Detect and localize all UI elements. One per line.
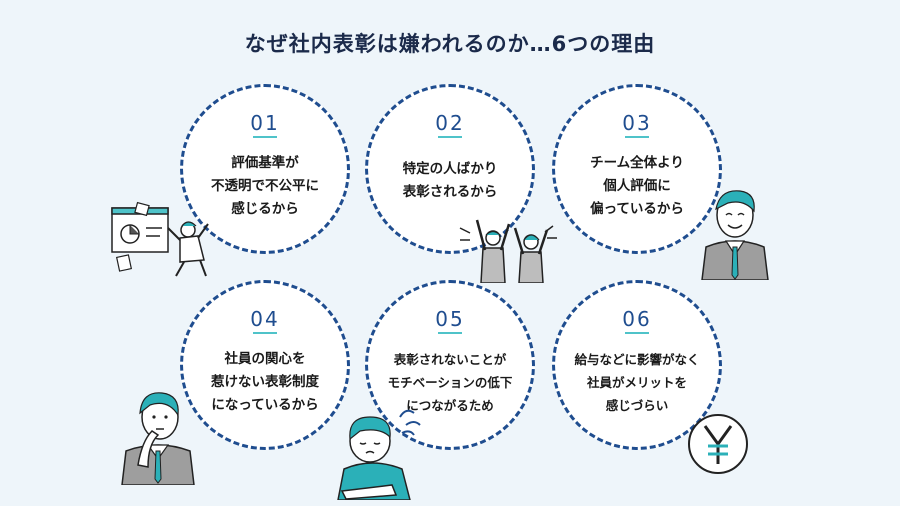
reason-line: 社員の関心を [224,351,306,367]
number-underline [253,332,277,334]
reason-line: 表彰されないことが [393,352,507,367]
reason-line: 社員がメリットを [586,375,687,390]
reason-line: 惹けない表彰制度 [211,374,319,390]
reason-card-03: 03 チーム全体より 個人評価に 偏っているから [552,84,722,254]
frustrated-person-with-charts-icon [111,201,209,277]
reason-card-04: 04 社員の関心を 惹けない表彰制度 になっているから [180,280,350,450]
reason-card-01: 01 評価基準が 不透明で不公平に 感じるから [180,84,350,254]
reason-line: 不透明で不公平に [211,178,319,194]
reason-line: 感じづらい [605,398,669,413]
number-underline [625,136,649,138]
reason-text: 評価基準が 不透明で不公平に 感じるから [211,152,319,221]
thinking-businessman-icon [121,392,195,485]
reason-line: につながるため [406,398,494,413]
reason-line: チーム全体より [590,155,684,171]
reason-card-06: 06 給与などに影響がなく 社員がメリットを 感じづらい [552,280,722,450]
reason-text: 表彰されないことが モチベーションの低下 につながるため [388,348,513,417]
reason-card-05: 05 表彰されないことが モチベーションの低下 につながるため [365,280,535,450]
yen-coin-icon [688,414,748,474]
reason-number: 03 [622,111,652,135]
reason-text: チーム全体より 個人評価に 偏っているから [590,152,684,221]
page-title: なぜ社内表彰は嫌われるのか…6つの理由 [244,32,656,56]
reason-text: 特定の人ばかり 表彰されるから [403,158,498,204]
reason-card-02: 02 特定の人ばかり 表彰されるから [365,84,535,254]
smiling-businessman-icon [701,190,769,280]
reason-number: 04 [250,307,280,331]
number-underline [625,332,649,334]
discouraged-woman-icon [337,409,421,500]
reason-line: 偏っているから [590,201,684,217]
reason-number: 01 [250,111,280,135]
reason-line: 感じるから [231,201,299,217]
reason-line: 表彰されるから [402,184,498,200]
reason-number: 02 [435,111,465,135]
reason-line: になっているから [211,397,319,413]
reason-line: 評価基準が [231,155,299,171]
reason-line: モチベーションの低下 [387,375,513,390]
reason-text: 給与などに影響がなく 社員がメリットを 感じづらい [574,348,699,417]
reason-line: 給与などに影響がなく [574,352,700,367]
reason-line: 特定の人ばかり [402,161,498,177]
reason-number: 06 [622,307,652,331]
number-underline [438,332,462,334]
reason-line: 個人評価に [603,178,671,194]
cheering-employees-icon [459,219,557,283]
number-underline [253,136,277,138]
reason-number: 05 [435,307,465,331]
reason-text: 社員の関心を 惹けない表彰制度 になっているから [211,348,319,417]
number-underline [438,136,462,138]
